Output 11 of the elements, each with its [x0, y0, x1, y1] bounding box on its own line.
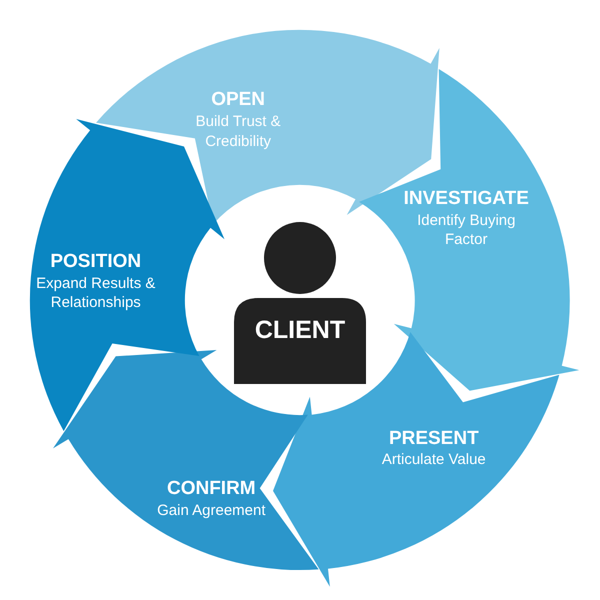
- stage-title: CONFIRM: [166, 478, 257, 501]
- stage-description: Articulate Value: [380, 450, 487, 470]
- stage-title: OPEN: [210, 89, 266, 112]
- stage-description: Expand Results & Relationships: [35, 274, 156, 314]
- person-label: CLIENT: [254, 318, 346, 343]
- stage-description: Build Trust & Credibility: [194, 112, 282, 152]
- stage-description: Gain Agreement: [156, 500, 267, 520]
- stage-title: INVESTIGATE: [402, 188, 530, 211]
- stage-title: PRESENT: [388, 427, 480, 450]
- stage-title: POSITION: [49, 251, 142, 274]
- stage-description: Identify Buying Factor: [416, 210, 516, 250]
